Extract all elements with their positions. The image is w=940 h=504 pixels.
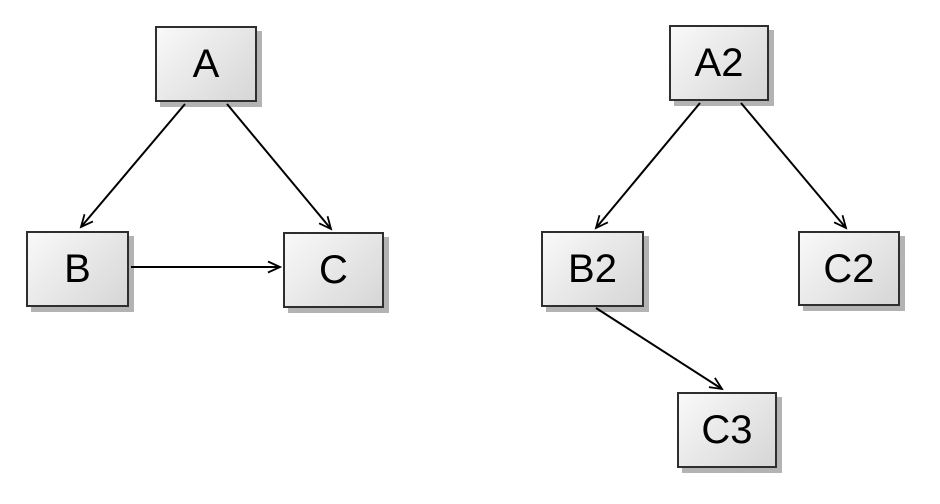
node-A[interactable]: A (155, 26, 257, 102)
edge-A-B[interactable] (81, 103, 186, 227)
edge-A-C[interactable] (226, 103, 331, 229)
node-B2[interactable]: B2 (541, 231, 644, 307)
node-label-C2: C2 (823, 246, 875, 291)
edge-A2-B2[interactable] (596, 102, 701, 228)
node-label-C: C (319, 248, 348, 292)
node-C[interactable]: C (283, 232, 384, 308)
node-C3[interactable]: C3 (677, 392, 777, 468)
edges-group (81, 102, 846, 389)
node-label-A: A (192, 42, 220, 86)
node-label-B: B (64, 247, 91, 291)
node-B[interactable]: B (26, 231, 129, 307)
node-label-B2: B2 (568, 247, 617, 291)
node-label-C3: C3 (701, 408, 753, 452)
node-C2[interactable]: C2 (798, 231, 900, 306)
edge-A2-C2[interactable] (740, 102, 846, 228)
node-A2[interactable]: A2 (669, 25, 769, 101)
node-label-A2: A2 (694, 41, 744, 85)
edge-B2-C3[interactable] (595, 307, 722, 389)
